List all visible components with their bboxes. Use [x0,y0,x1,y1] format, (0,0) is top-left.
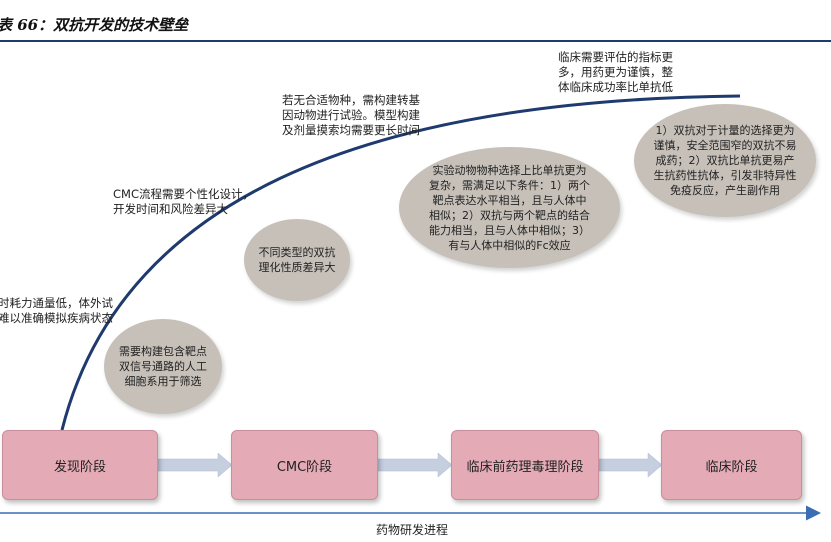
note-cmc: CMC流程需要个性化设计， 开发时间和风险差异大 [113,187,254,216]
bubble-preclinical-text: 实验动物物种选择上比单抗更为 复杂，需满足以下条件：1）两个 靶点表达水平相当，… [429,163,590,252]
difficulty-curve [60,94,741,431]
figure-title: 表 66：双抗开发的技术壁垒 [0,16,189,34]
axis-label: 药物研发进程 [376,523,449,537]
bubble-cmc: 不同类型的双抗 理化性质差异大 [244,219,350,301]
stage-cmc: CMC阶段 [231,430,378,500]
note-clinical: 临床需要评估的指标更 多，用药更为谨慎，整 体临床成功率比单抗低 [558,50,673,94]
flow-arrow-3 [598,452,663,478]
bubble-discovery: 需要构建包含靶点 双信号通路的人工 细胞系用于筛选 [104,319,222,414]
note-discovery: 时耗力通量低，体外试 难以准确模拟疾病状态 [0,296,113,325]
note-preclinical: 若无合适物种，需构建转基 因动物进行试验。模型构建 及剂量摸索均需要更长时间 [282,93,420,137]
title-divider [0,40,831,42]
bubble-clinical-text: 1）双抗对于计量的选择更为 谨慎，安全范围窄的双抗不易 成药；2）双抗比单抗更易… [653,124,797,197]
bubble-preclinical: 实验动物物种选择上比单抗更为 复杂，需满足以下条件：1）两个 靶点表达水平相当，… [399,147,620,268]
stage-clinical: 临床阶段 [661,430,802,500]
bubble-discovery-text: 需要构建包含靶点 双信号通路的人工 细胞系用于筛选 [119,345,207,388]
bubble-cmc-text: 不同类型的双抗 理化性质差异大 [258,246,336,274]
stage-discovery: 发现阶段 [2,430,158,500]
flow-arrow-2 [377,452,453,478]
stage-preclinical: 临床前药理毒理阶段 [451,430,599,500]
bubble-clinical: 1）双抗对于计量的选择更为 谨慎，安全范围窄的双抗不易 成药；2）双抗比单抗更易… [634,104,816,217]
flow-arrow-1 [157,452,233,478]
